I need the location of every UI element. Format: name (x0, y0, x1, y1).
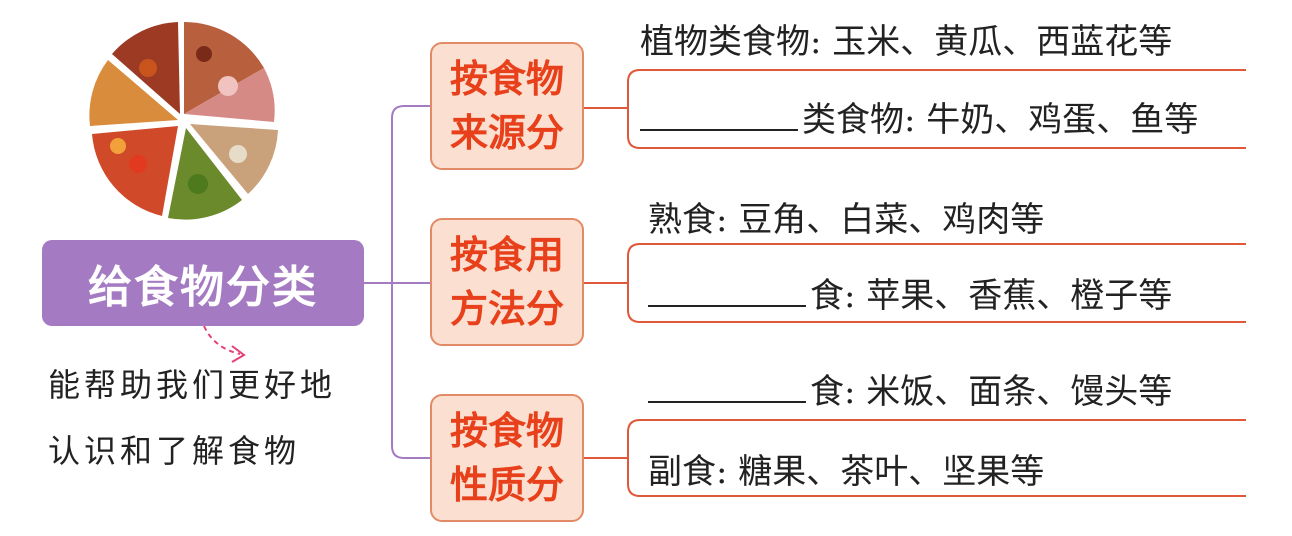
item-plant-food: 植物类食物: 玉米、黄瓜、西蓝花等 (640, 14, 1172, 63)
fill-in-blank[interactable] (648, 275, 806, 307)
category-label-line-1: 按食物 (449, 409, 564, 453)
item-side-food: 副食: 糖果、茶叶、坚果等 (648, 444, 1044, 493)
food-pie-image (89, 21, 278, 220)
note-line-1: 能帮助我们更好地 (48, 366, 337, 404)
category-label-line-1: 按食用 (449, 233, 564, 277)
item-cooked-food: 熟食: 豆角、白菜、鸡肉等 (648, 192, 1044, 241)
category-label-line-2: 性质分 (449, 463, 564, 507)
fill-in-blank[interactable] (648, 371, 806, 403)
item-text: 植物类食物: 玉米、黄瓜、西蓝花等 (640, 22, 1173, 62)
category-label-line-2: 来源分 (449, 111, 564, 155)
item-text: 类食物: 牛奶、鸡蛋、鱼等 (802, 100, 1199, 140)
category-label-line-1: 按食物 (449, 57, 564, 101)
fill-in-blank[interactable] (640, 99, 798, 131)
root-note: 能帮助我们更好地 认识和了解食物 (48, 352, 378, 484)
note-line-2: 认识和了解食物 (48, 432, 301, 470)
note-arrowhead (231, 345, 246, 363)
item-blank-animal-food: 类食物: 牛奶、鸡蛋、鱼等 (640, 92, 1198, 141)
food-pie-photo-icon (89, 21, 278, 220)
category-by-nature: 按食物 性质分 (430, 394, 584, 522)
category-by-source: 按食物 来源分 (430, 42, 584, 170)
item-text: 食: 米饭、面条、馒头等 (810, 372, 1173, 412)
item-text: 熟食: 豆角、白菜、鸡肉等 (648, 200, 1045, 240)
category-label-line-2: 方法分 (449, 287, 564, 331)
category-by-eating-method: 按食用 方法分 (430, 218, 584, 346)
item-text: 副食: 糖果、茶叶、坚果等 (648, 452, 1045, 492)
item-text: 食: 苹果、香蕉、橙子等 (810, 276, 1173, 316)
item-blank-staple-food: 食: 米饭、面条、馒头等 (648, 364, 1172, 413)
item-blank-raw-food: 食: 苹果、香蕉、橙子等 (648, 268, 1172, 317)
root-node: 给食物分类 (42, 240, 364, 326)
note-arrow (203, 325, 241, 355)
